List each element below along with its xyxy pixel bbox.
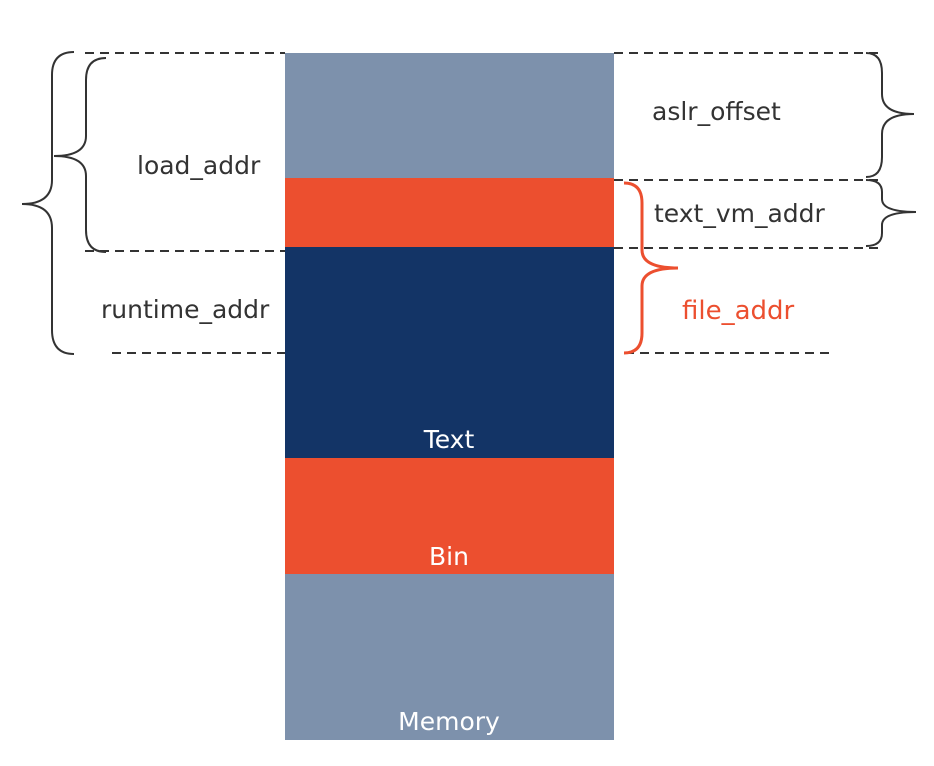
memory-label: Memory: [398, 707, 500, 736]
text-segment-block: [285, 247, 614, 459]
runtime-addr-brace: [21, 51, 75, 355]
aslr-offset-brace: [865, 52, 915, 178]
file-addr-label: file_addr: [682, 296, 795, 326]
memory-block-bottom: [285, 574, 614, 740]
bin-segment-label: Bin: [429, 542, 469, 571]
memory-block-top: [285, 53, 614, 179]
bin-segment-block: [285, 458, 614, 575]
text-vm-addr-brace: [865, 179, 917, 247]
load-addr-brace: [53, 57, 107, 253]
file-addr-brace: [623, 181, 679, 355]
text-vm-addr-label: text_vm_addr: [654, 199, 826, 228]
text-segment-label: Text: [423, 425, 475, 454]
load-addr-label: load_addr: [137, 151, 261, 180]
runtime-addr-label: runtime_addr: [101, 295, 270, 324]
bin-header-block: [285, 178, 614, 248]
aslr-offset-label: aslr_offset: [652, 97, 781, 126]
